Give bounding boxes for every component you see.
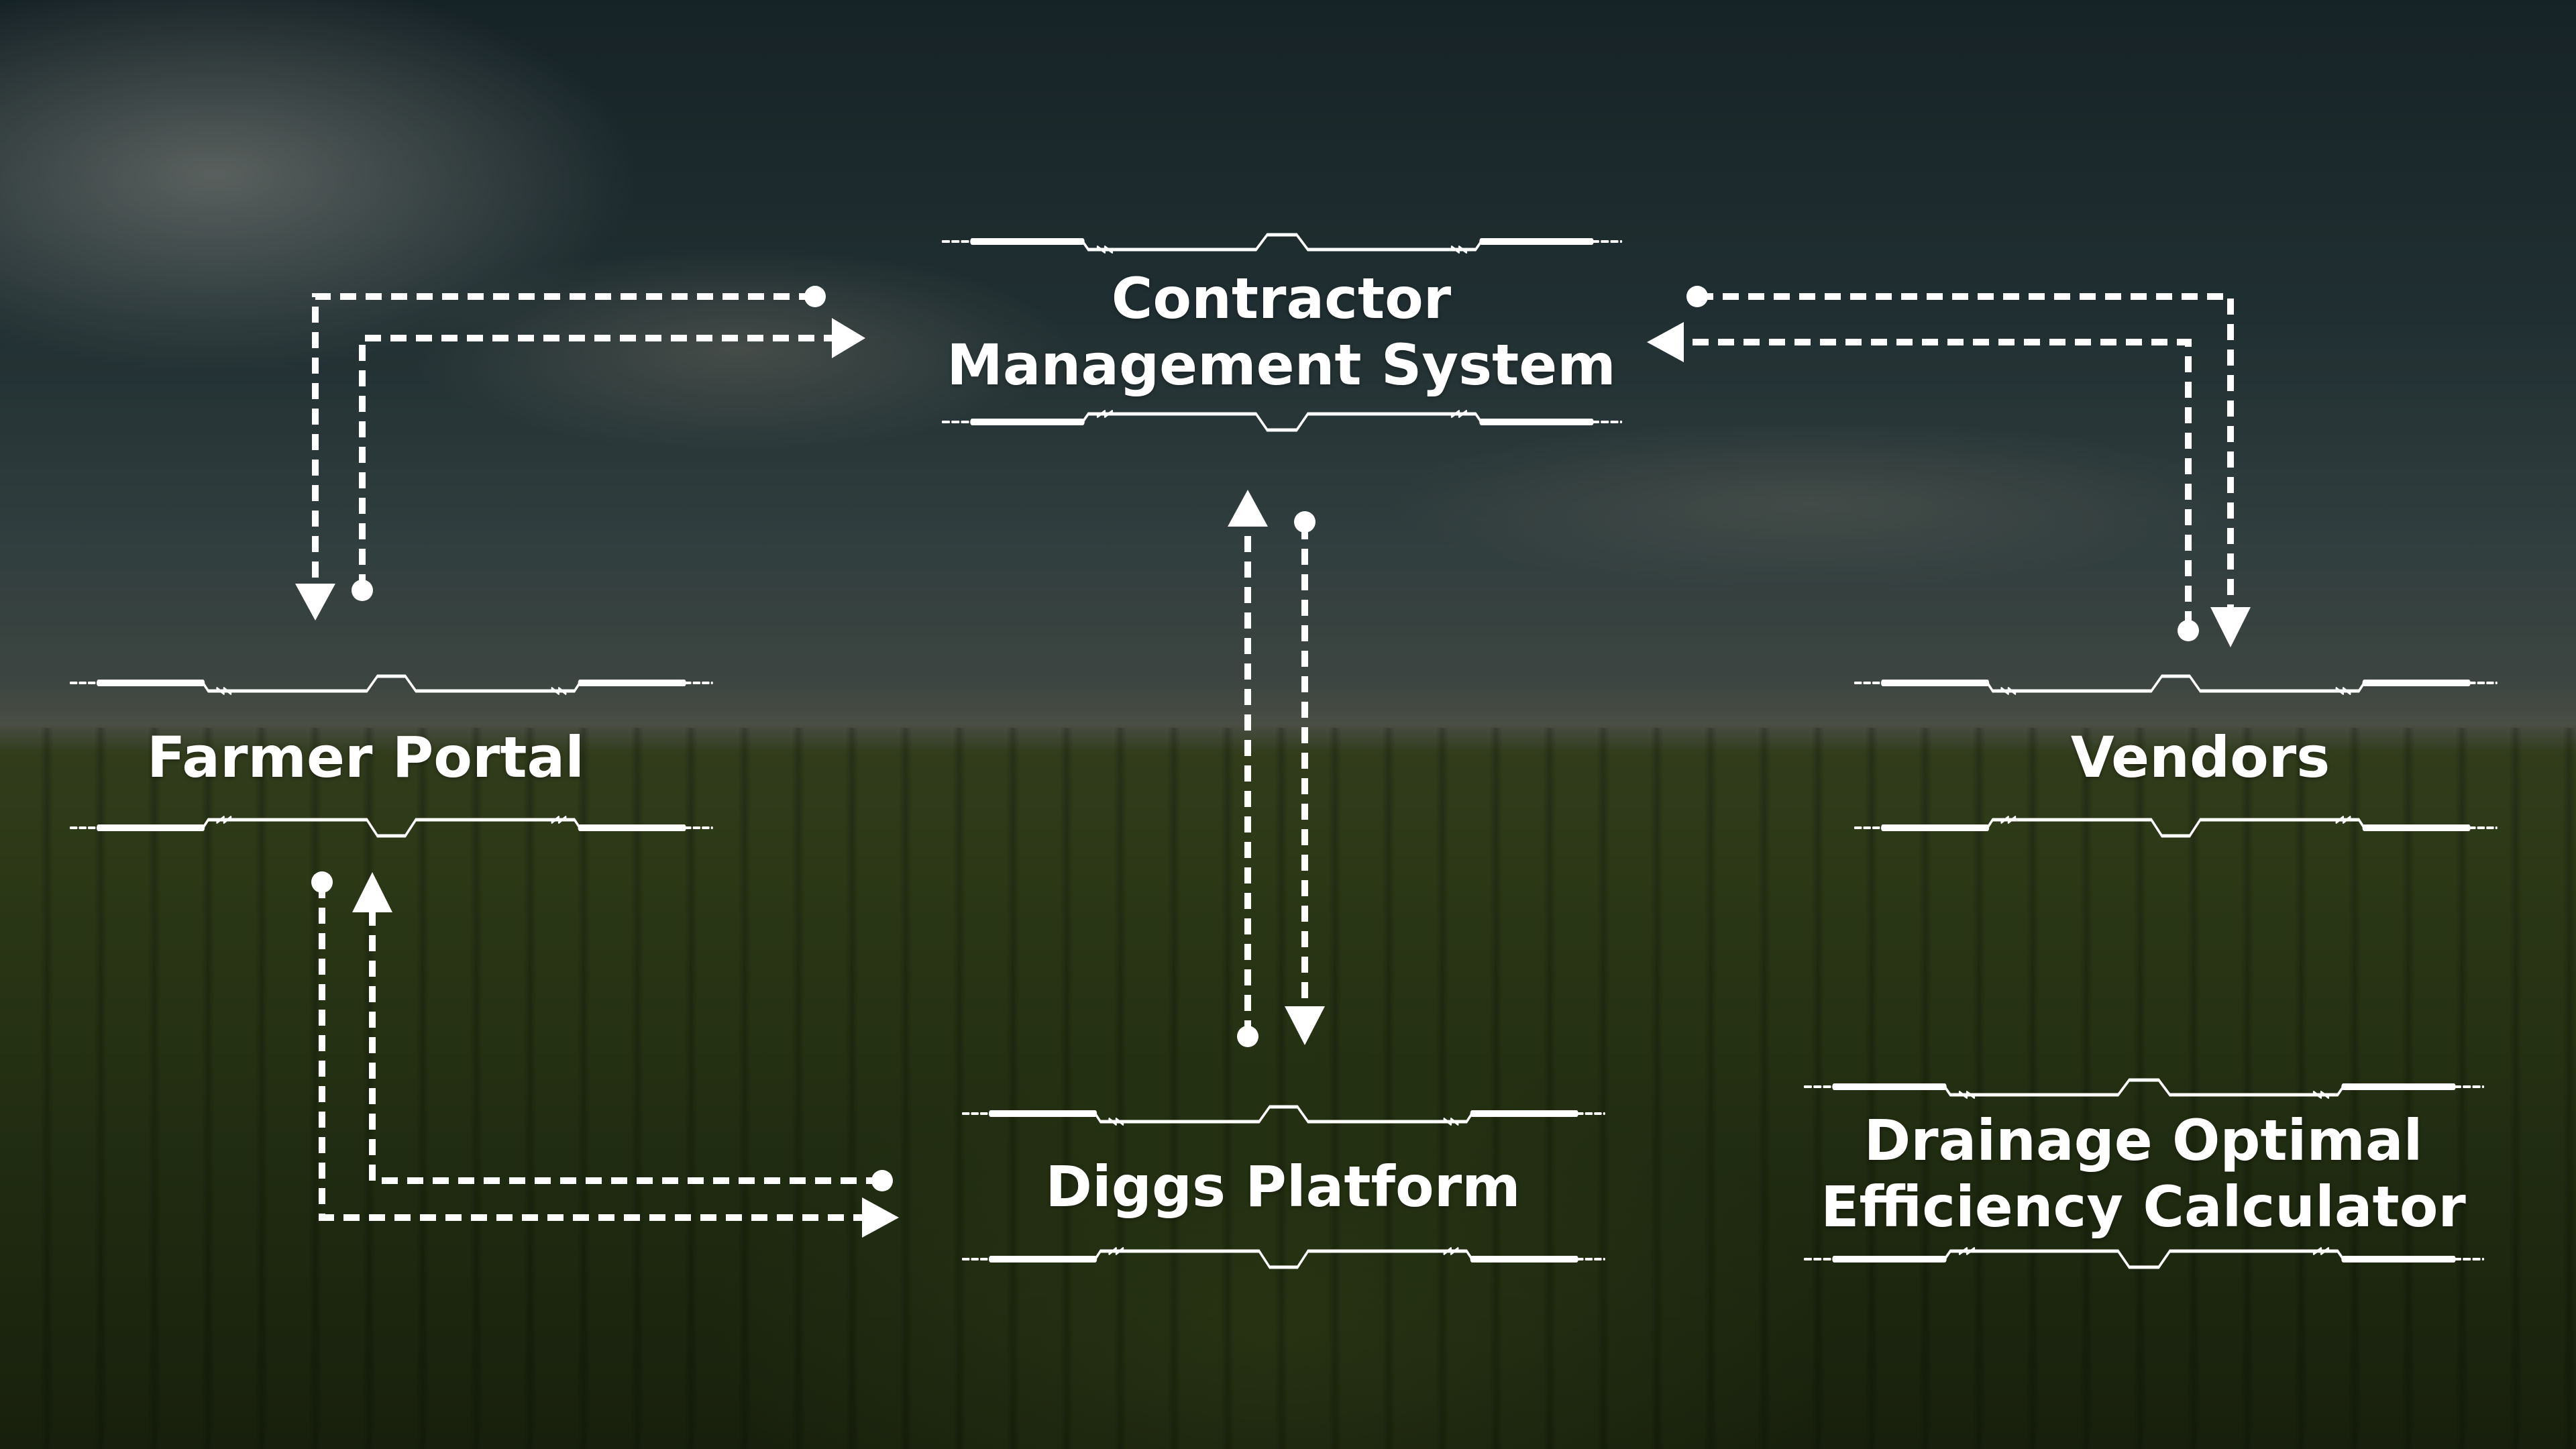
diggs-platform-label: Diggs Platform — [1045, 1154, 1521, 1220]
farmer-portal-label: Farmer Portal — [146, 724, 585, 791]
node-diggs-platform: Diggs Platform — [963, 1130, 1603, 1244]
drainage-line-2: Efficiency Calculator — [1821, 1174, 2466, 1240]
connector-farmer-contractor — [312, 293, 839, 590]
crop-rows — [0, 728, 2576, 1449]
node-drainage-calculator: Drainage Optimal Efficiency Calculator — [1805, 1100, 2482, 1248]
contractor-line-2: Management System — [947, 332, 1616, 398]
contractor-line-1: Contractor — [1111, 265, 1452, 331]
node-farmer-portal: Farmer Portal — [70, 701, 661, 815]
connector-contractor-diggs — [1244, 523, 1308, 1036]
connector-contractor-diggs-ends — [1228, 490, 1325, 1047]
connector-farmer-contractor-ends — [295, 286, 865, 621]
connector-contractor-vendors-ends — [1647, 286, 2251, 647]
connector-farmer-diggs-ends — [311, 871, 899, 1238]
connector-contractor-vendors — [1677, 293, 2234, 627]
drainage-line-1: Drainage Optimal — [1864, 1107, 2423, 1173]
node-contractor-management-system: Contractor Management System — [943, 262, 1620, 402]
node-vendors: Vendors — [1905, 701, 2496, 815]
vendors-label: Vendors — [2070, 724, 2330, 791]
connector-farmer-diggs — [319, 882, 882, 1221]
